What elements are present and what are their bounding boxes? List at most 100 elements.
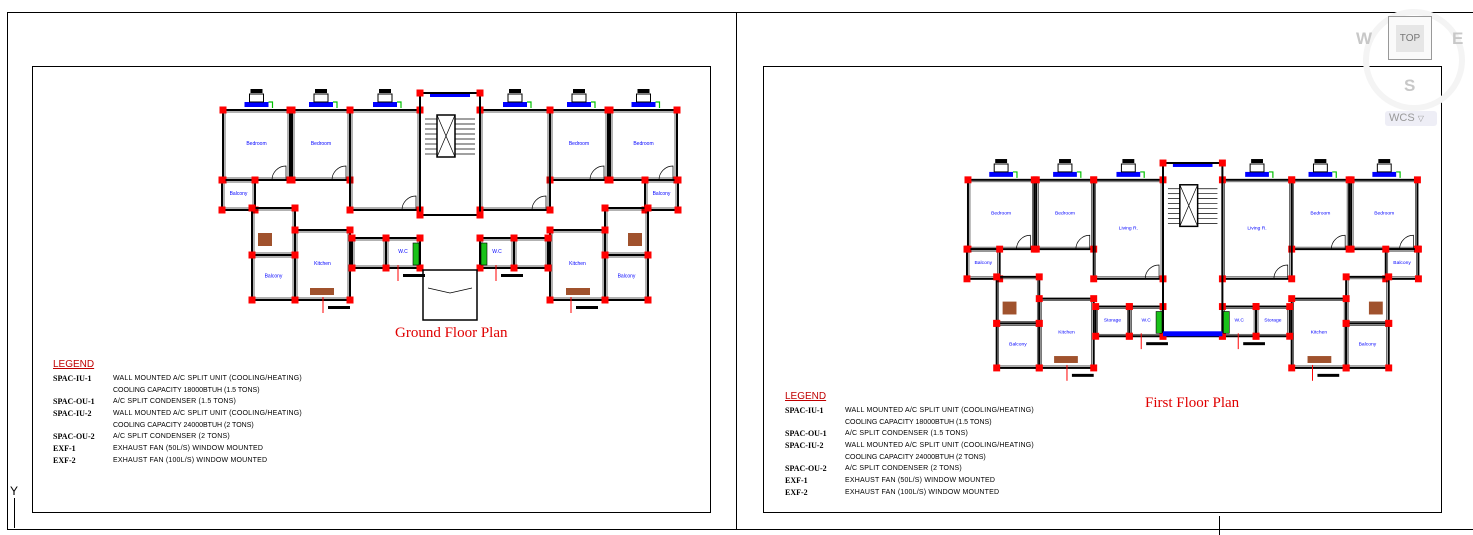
column bbox=[1413, 176, 1421, 184]
room-label-bedroom: Bedroom bbox=[311, 141, 331, 147]
column bbox=[546, 206, 554, 214]
room-wall bbox=[995, 322, 1041, 369]
room-wall-inner bbox=[353, 239, 385, 267]
door-swing bbox=[1144, 264, 1160, 279]
column bbox=[963, 245, 971, 253]
column bbox=[644, 296, 652, 304]
exhaust-fan-tag bbox=[1071, 373, 1094, 377]
column bbox=[291, 204, 299, 212]
column bbox=[1092, 332, 1100, 340]
stair-window bbox=[1172, 163, 1213, 167]
ac-pipe bbox=[268, 101, 274, 108]
column bbox=[219, 106, 227, 114]
stair-well bbox=[436, 114, 456, 158]
column bbox=[1288, 295, 1296, 303]
shaft bbox=[412, 242, 420, 266]
column bbox=[644, 251, 652, 259]
column bbox=[291, 251, 299, 259]
room-wall-inner bbox=[1224, 181, 1291, 278]
entrance-porch bbox=[422, 269, 478, 321]
column bbox=[416, 211, 424, 219]
column bbox=[248, 296, 256, 304]
column bbox=[546, 226, 554, 234]
column bbox=[1342, 295, 1350, 303]
column bbox=[346, 106, 354, 114]
ucs-dropdown[interactable]: WCS ▽ bbox=[1385, 111, 1437, 126]
frame-divider-line bbox=[736, 12, 737, 530]
ac-indoor-unit bbox=[1053, 171, 1077, 177]
room-wall-inner bbox=[223, 181, 254, 209]
room-wall-inner bbox=[606, 256, 647, 299]
column bbox=[546, 296, 554, 304]
room-wall-inner bbox=[1095, 181, 1162, 278]
legend-sub: COOLING CAPACITY 24000BTUH (2 TONS) bbox=[113, 422, 254, 429]
frame-tick bbox=[1219, 516, 1220, 535]
ground-floor-title: Ground Floor Plan bbox=[395, 325, 508, 341]
ac-condenser bbox=[1314, 159, 1327, 163]
door-swing bbox=[331, 165, 347, 181]
ac-condenser bbox=[995, 159, 1008, 163]
column bbox=[346, 206, 354, 214]
legend-desc: A/C SPLIT CONDENSER (2 TONS) bbox=[845, 465, 962, 472]
room-wall-inner bbox=[1097, 308, 1128, 335]
ac-outdoor-unit bbox=[1312, 163, 1328, 173]
viewcube-east[interactable]: E bbox=[1452, 29, 1464, 48]
legend-code: EXF-2 bbox=[785, 488, 808, 497]
exhaust-fan-tag bbox=[1317, 373, 1340, 377]
viewcube-top-face[interactable]: TOP bbox=[1388, 16, 1432, 60]
exhaust-fan-tag bbox=[328, 306, 350, 309]
room-wall bbox=[644, 179, 679, 211]
legend-sub: COOLING CAPACITY 24000BTUH (2 TONS) bbox=[845, 454, 986, 461]
room-label-wc: W.C bbox=[1235, 317, 1245, 323]
viewcube-south[interactable]: S bbox=[1404, 76, 1416, 95]
column bbox=[1035, 295, 1043, 303]
shaft bbox=[1223, 311, 1230, 334]
shower-tray bbox=[258, 233, 272, 246]
viewcube[interactable]: TOP W E S WCS ▽ bbox=[1355, 9, 1465, 126]
door-swing bbox=[658, 165, 674, 181]
column bbox=[601, 296, 609, 304]
ac-indoor-unit bbox=[309, 102, 333, 107]
room-wall bbox=[995, 275, 1041, 325]
legend-code: EXF-1 bbox=[785, 476, 808, 485]
room-label-bedroom: Bedroom bbox=[569, 141, 589, 147]
room-label-balcony: Balcony bbox=[1359, 342, 1377, 348]
first-floor-title: First Floor Plan bbox=[1145, 395, 1240, 411]
column bbox=[476, 211, 484, 219]
door-swing bbox=[271, 165, 287, 181]
column bbox=[291, 226, 299, 234]
viewcube-west[interactable]: W bbox=[1356, 29, 1373, 48]
column bbox=[510, 264, 518, 272]
column bbox=[476, 264, 484, 272]
room-wall bbox=[251, 254, 296, 301]
ac-indoor-unit bbox=[503, 102, 527, 107]
room-label-kitchen: Kitchen bbox=[1311, 329, 1328, 335]
room-wall-inner bbox=[551, 231, 604, 299]
ac-outdoor-unit bbox=[313, 93, 329, 103]
column bbox=[1342, 364, 1350, 372]
column bbox=[601, 251, 609, 259]
room-wall-inner bbox=[606, 209, 647, 254]
column bbox=[1385, 364, 1393, 372]
column bbox=[288, 176, 296, 184]
legend-desc: A/C SPLIT CONDENSER (2 TONS) bbox=[113, 433, 230, 440]
room-label-bedroom: Bedroom bbox=[246, 141, 266, 147]
column bbox=[674, 176, 682, 184]
frame-left-line bbox=[7, 12, 8, 530]
legend-code: EXF-1 bbox=[53, 444, 76, 453]
ac-pipe bbox=[655, 101, 661, 108]
legend-heading: LEGEND bbox=[785, 391, 827, 402]
room-label-storage: Storage bbox=[1264, 317, 1282, 323]
room-label-bedroom: Bedroom bbox=[991, 210, 1011, 216]
ac-condenser bbox=[1251, 159, 1263, 163]
column bbox=[604, 176, 612, 184]
room-wall bbox=[1345, 275, 1390, 325]
column bbox=[674, 206, 682, 214]
column bbox=[601, 226, 609, 234]
column bbox=[1252, 332, 1260, 340]
